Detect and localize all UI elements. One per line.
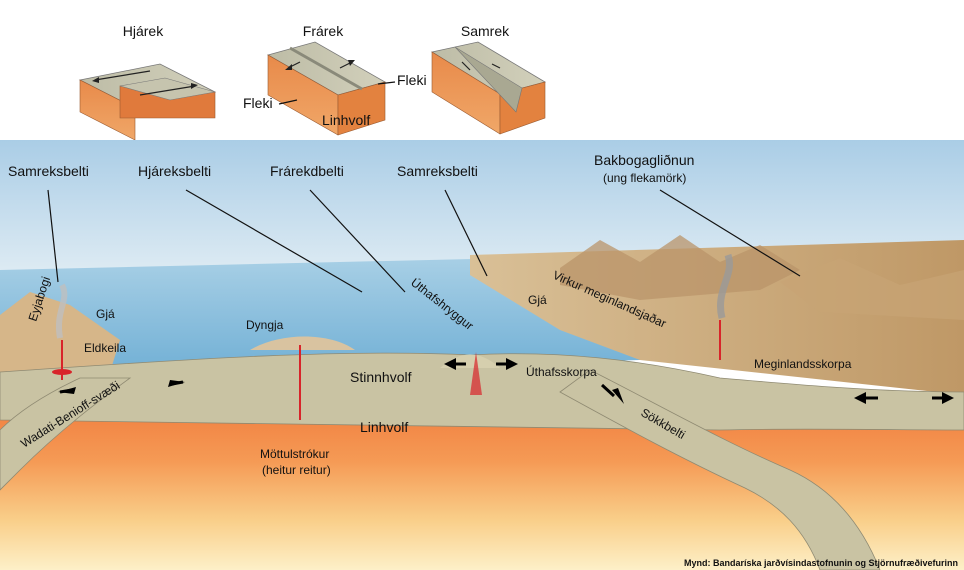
divergent-arrowhead-left: [285, 64, 292, 70]
transform-arrowhead-left: [92, 77, 99, 83]
ocean: [0, 255, 640, 380]
label-divergent: Frárekdbelti: [270, 163, 344, 179]
backarc-basin: [780, 258, 964, 320]
label-transform: Hjáreksbelti: [138, 163, 211, 179]
transform-top-right: [119, 77, 216, 101]
divergent-plate-right: Fleki: [397, 72, 427, 88]
transform-block: Hjárek: [78, 23, 217, 141]
transform-title: Hjárek: [123, 23, 164, 39]
divergent-block: Frárek Fleki Fleki Linhvolf: [243, 23, 427, 136]
label-lithosphere: Stinnhvolf: [350, 369, 412, 385]
subducting-slab-left: [0, 377, 132, 491]
label-trench-left: Gjá: [96, 307, 115, 321]
convergent-title: Samrek: [461, 23, 510, 39]
label-plume: Möttulstrókur: [260, 447, 329, 461]
label-trench-right: Gjá: [528, 293, 547, 307]
leader-convergent-right: [444, 189, 488, 277]
divergent-plate-left: Fleki: [243, 95, 273, 111]
arrow-subduction: [612, 388, 624, 404]
divergent-rift: [289, 46, 363, 91]
ridge-magma: [470, 352, 482, 395]
arc-magma-chamber: [52, 369, 72, 375]
transform-arrowhead-right: [191, 83, 198, 89]
label-asthenosphere: Linhvolf: [360, 419, 408, 435]
label-shield-volcano: Dyngja: [246, 318, 284, 332]
divergent-title: Frárek: [303, 23, 344, 39]
transform-arrow-right: [139, 85, 196, 96]
convergent-arrow-right: [491, 63, 501, 69]
label-backarc: Bakbogagliðnun: [594, 152, 694, 168]
label-stratovolcano: Eldkeila: [84, 341, 126, 355]
shield-volcano: [250, 336, 355, 350]
arrow-ridge-right: [506, 358, 518, 370]
divergent-arrowhead-right: [348, 60, 355, 66]
transform-arrow-left: [94, 70, 151, 81]
label-convergent-right: Samreksbelti: [397, 163, 478, 179]
label-plume-sub: (heitur reitur): [262, 463, 331, 477]
convergent-arrow-left: [461, 61, 471, 71]
arrow-rift-left: [854, 392, 866, 404]
label-oceanic-crust: Úthafsskorpa: [526, 364, 597, 379]
leader-divergent: [309, 189, 406, 293]
cross-section: [0, 140, 964, 570]
mountain-range: [560, 235, 800, 300]
image-credit: Mynd: Bandaríska jarðvísindastofnunin og…: [684, 558, 958, 568]
convergent-block: Samrek: [430, 23, 547, 135]
leader-backarc: [659, 189, 801, 277]
leader-convergent-left: [47, 189, 59, 283]
divergent-plate-right-leader: [377, 81, 396, 85]
label-continental-crust: Meginlandsskorpa: [754, 357, 852, 371]
label-convergent-left: Samreksbelti: [8, 163, 89, 179]
arrow-wadati-shaft: [59, 388, 73, 394]
label-backarc-sub: (ung flekamörk): [603, 171, 686, 185]
arc-volcano-smoke: [55, 283, 68, 339]
arrow-subduction-shaft: [600, 383, 616, 398]
convergent-trench: [454, 46, 523, 113]
divergent-asthenosphere: Linhvolf: [322, 112, 370, 128]
lithosphere-plate: [0, 352, 964, 431]
arrow-ridge-left: [444, 358, 456, 370]
continental-volcano-smoke: [717, 253, 733, 319]
arrow-rift-right: [942, 392, 954, 404]
divergent-plate-left-leader: [278, 99, 298, 105]
divergent-front: [337, 81, 386, 136]
leader-transform: [185, 189, 363, 293]
subducting-slab-right: [559, 369, 881, 570]
arrow-left-plate-shaft: [171, 380, 184, 386]
